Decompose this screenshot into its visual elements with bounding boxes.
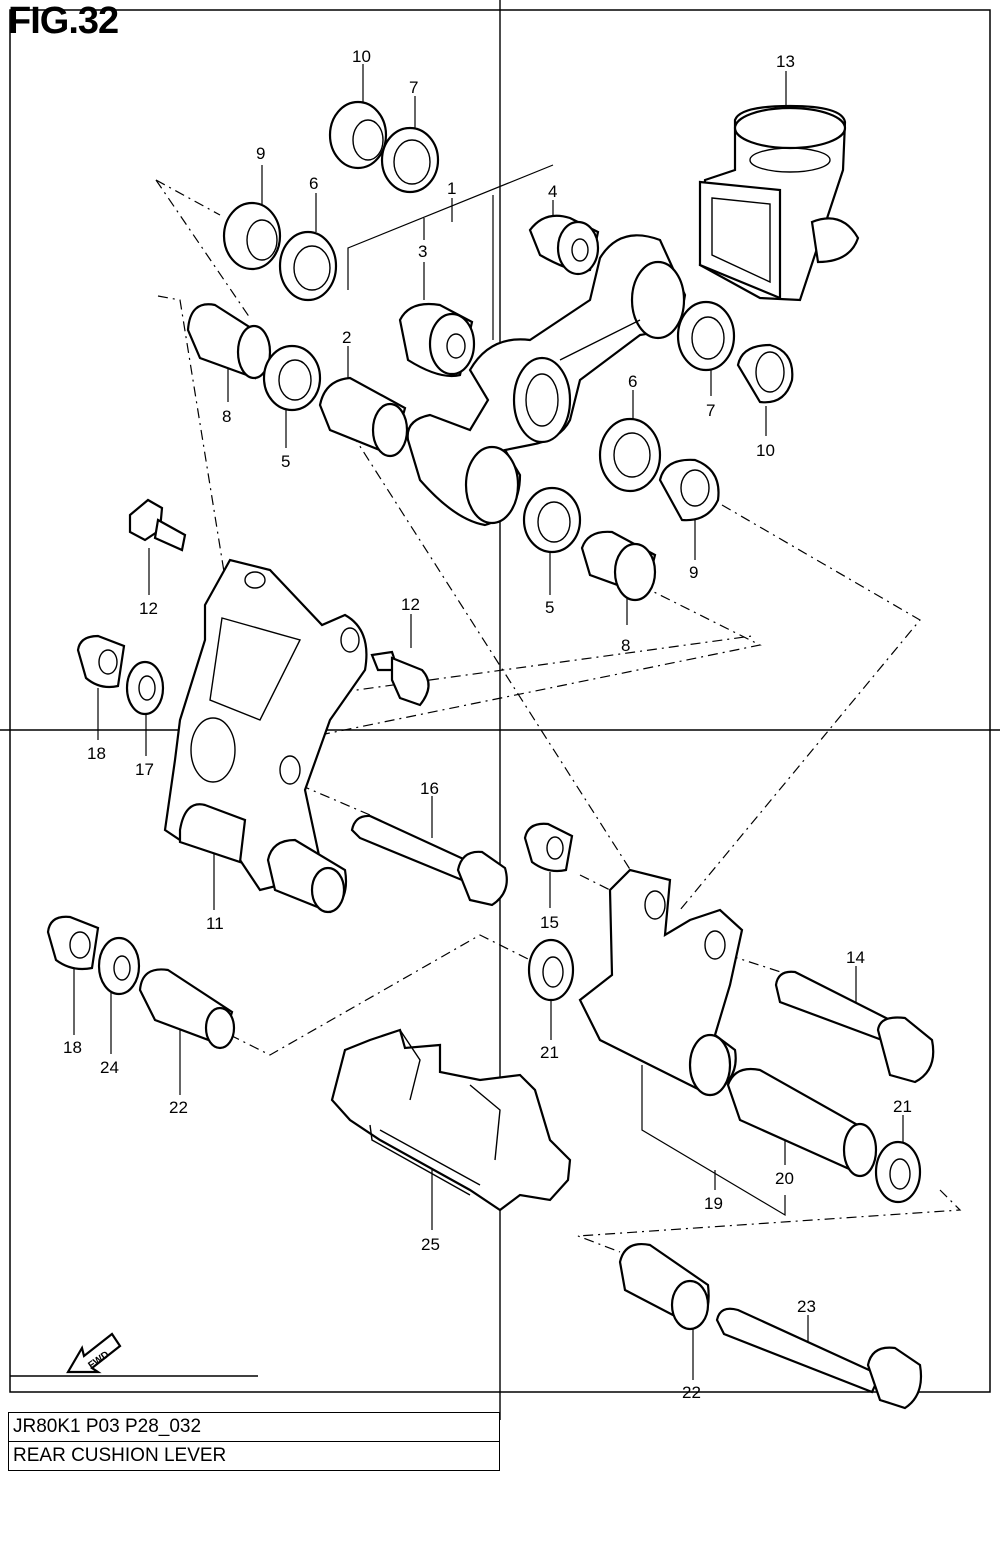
title-block: JR80K1 P03 P28_032 REAR CUSHION LEVER [8,1412,500,1471]
callout-22: 22 [682,1383,701,1402]
callout-18: 18 [63,1038,82,1057]
part-21-washer-right [874,1140,922,1204]
part-21-washer-left [527,938,575,1002]
callout-15: 15 [540,913,559,932]
callout-16: 16 [420,779,439,798]
part-10-seal-top [328,100,388,170]
callout-1: 1 [447,179,456,198]
callout-10: 10 [352,47,371,66]
callout-9: 9 [256,144,265,163]
callout-8: 8 [222,407,231,426]
part-1-cushion-lever [406,234,687,527]
callout-23: 23 [797,1297,816,1316]
part-5-seal-top [262,344,322,412]
part-3-bushing [398,302,476,378]
callout-7: 7 [409,78,418,97]
callout-2: 2 [342,328,351,347]
callout-22: 22 [169,1098,188,1117]
callout-12: 12 [401,595,420,614]
callout-5: 5 [545,598,554,617]
part-25-protector [330,1028,572,1212]
callout-7: 7 [706,401,715,420]
callout-18: 18 [87,744,106,763]
part-23-bolt [715,1307,923,1410]
callout-21: 21 [893,1097,912,1116]
part-4-bushing [528,214,600,276]
callout-25: 25 [421,1235,440,1254]
part-9-washer-top [222,201,282,271]
callout-14: 14 [846,948,865,967]
part-20-spacer [726,1067,878,1178]
part-22-collar-bottom [618,1243,710,1331]
leader-lines [73,64,962,1380]
part-22-collar-left [138,968,236,1050]
part-16-bolt [350,814,508,907]
callout-5: 5 [281,452,290,471]
part-9-washer-right [658,458,720,522]
callout-8: 8 [621,636,630,655]
part-10-seal-right [736,343,794,404]
part-2-spacer [318,376,409,458]
part-12-bolt-left [128,498,187,552]
callout-12: 12 [139,599,158,618]
callout-6: 6 [309,174,318,193]
callout-11: 11 [206,914,224,933]
part-14-bolt [774,970,935,1084]
part-6-bearing-top [278,230,338,302]
part-17-washer [125,660,165,716]
callout-3: 3 [418,242,427,261]
part-13-cover [698,104,860,302]
part-24-washer [97,936,141,996]
part-8-collar-top [186,303,272,380]
callout-24: 24 [100,1058,119,1077]
figure-name: REAR CUSHION LEVER [8,1441,500,1471]
part-19-cushion-rod [578,868,744,1097]
callout-19: 19 [704,1194,723,1213]
part-15-nut [523,822,574,873]
part-7-bearing-right [676,300,736,372]
callout-13: 13 [776,52,795,71]
callout-6: 6 [628,372,637,391]
figure-title: FIG.32 [8,0,119,42]
part-11-bracket [163,558,368,914]
callout-20: 20 [775,1169,794,1188]
part-5-seal-right [522,486,582,554]
part-6-bearing-right [598,417,662,493]
callout-9: 9 [689,563,698,582]
callout-17: 17 [135,760,154,779]
callout-21: 21 [540,1043,559,1062]
callout-4: 4 [548,182,557,201]
figure-code: JR80K1 P03 P28_032 [8,1412,500,1442]
part-18-nut-bottom [46,915,100,971]
part-18-nut-top [76,634,126,689]
part-8-collar-right [580,530,657,602]
callouts: 10 7 13 9 6 1 4 3 2 8 5 6 7 10 9 5 8 12 … [63,47,912,1402]
part-12-bolt-right [370,650,430,707]
part-7-bearing-top [380,126,440,194]
fwd-arrow-icon [66,1332,122,1374]
callout-10: 10 [756,441,775,460]
